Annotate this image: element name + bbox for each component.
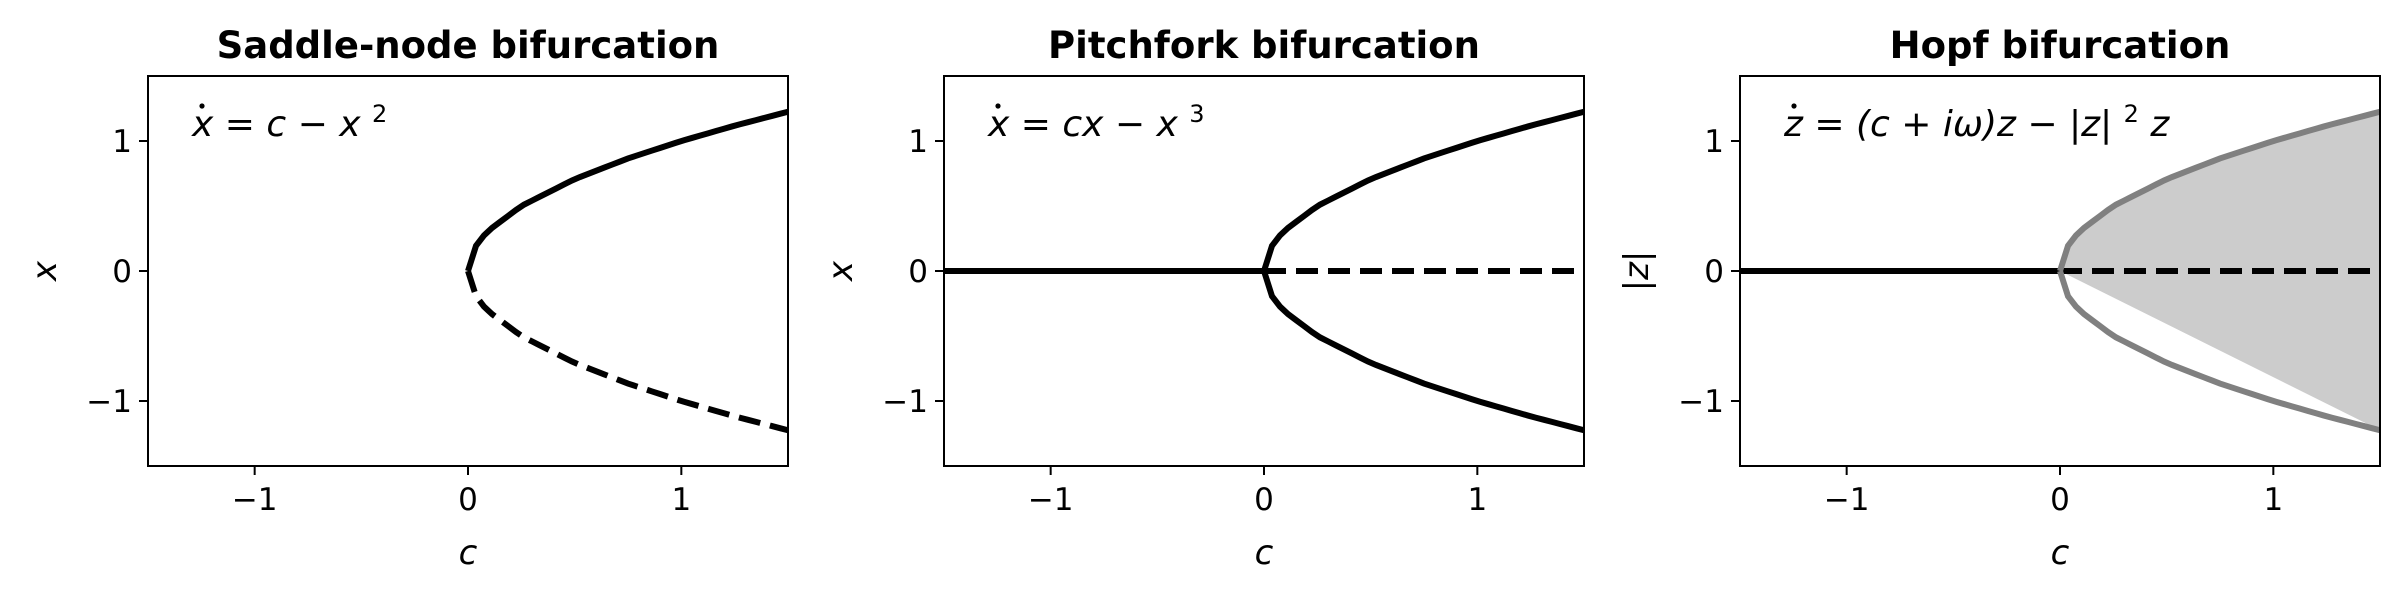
y-tick-label: −1 [86, 384, 132, 420]
equation-equals: = [1814, 104, 1856, 145]
equation-sup: 2 [372, 100, 387, 128]
equation-rhs: c − x [266, 104, 361, 145]
stable-branch-line-2 [2057, 108, 2381, 272]
x-axis-label: c [1255, 533, 1274, 573]
equation-label: z = (c + iω)z − |z| 2 z [1783, 90, 2170, 145]
tick-group: −1 0 1 −1 0 1 [86, 124, 691, 518]
time-derivative-dot [1791, 103, 1797, 109]
equation-label: x = cx − x 3 [987, 100, 1205, 145]
stable-branch-line-3 [1261, 270, 1585, 434]
x-axis-label: c [459, 533, 478, 573]
x-tick-label: 1 [1467, 482, 1487, 518]
tick-group: −1 0 1 −1 0 1 [1678, 124, 2283, 518]
x-tick-label: 1 [2263, 482, 2283, 518]
equation-rhs: (c + iω)z − |z| [1856, 104, 2112, 145]
x-tick-label: 0 [458, 482, 478, 518]
plot-marks [944, 108, 1585, 434]
equation-label: x = c − x 2 [191, 100, 387, 145]
equation-equals: = [225, 104, 267, 145]
y-axis-label: x [25, 260, 65, 282]
panel-title: Saddle-node bifurcation [217, 24, 720, 67]
equation-sup: 3 [1189, 100, 1204, 128]
y-axis-label: |z| [1617, 251, 1657, 292]
y-tick-label: 0 [1704, 254, 1724, 290]
x-tick-label: −1 [1824, 482, 1870, 518]
stable-branch-line-2 [1261, 108, 1585, 272]
y-tick-label: 1 [908, 124, 928, 160]
equation-sup: 2 [2124, 100, 2139, 128]
time-derivative-dot [199, 103, 205, 109]
panel-title: Pitchfork bifurcation [1048, 24, 1480, 67]
x-tick-label: −1 [232, 482, 278, 518]
plot-marks [465, 108, 789, 434]
equation-lhs: x [191, 104, 214, 145]
panel-hopf: Hopf bifurcation −1 0 1 −1 0 1 c |z| z = (c +… [1617, 24, 2381, 573]
panel-pitchfork: Pitchfork bifurcation −1 0 1 −1 0 1 c x x = c… [821, 24, 1585, 573]
y-tick-label: 0 [112, 254, 132, 290]
tick-group: −1 0 1 −1 0 1 [882, 124, 1487, 518]
equation-rhs: cx − x [1062, 104, 1178, 145]
equation-tail: z [2149, 104, 2170, 145]
plot-marks [1740, 108, 2381, 434]
y-tick-label: −1 [1678, 384, 1724, 420]
stable-branch-line-3 [2057, 270, 2381, 434]
x-tick-label: 1 [671, 482, 691, 518]
time-derivative-dot [995, 103, 1001, 109]
x-axis-label: c [2051, 533, 2070, 573]
stable-branch-line-0 [465, 108, 789, 272]
y-tick-label: −1 [882, 384, 928, 420]
x-tick-label: 0 [2050, 482, 2070, 518]
x-tick-label: 0 [1254, 482, 1274, 518]
y-axis-label: x [821, 260, 861, 282]
y-tick-label: 1 [112, 124, 132, 160]
equation-equals: = [1021, 104, 1063, 145]
equation-lhs: x [987, 104, 1010, 145]
panel-title: Hopf bifurcation [1890, 24, 2231, 67]
panel-saddle-node: Saddle-node bifurcation −1 0 1 −1 0 1 c x x =… [25, 24, 789, 573]
unstable-branch-line-1 [465, 270, 789, 434]
equation-lhs: z [1783, 104, 1804, 145]
y-tick-label: 1 [1704, 124, 1724, 160]
y-tick-label: 0 [908, 254, 928, 290]
x-tick-label: −1 [1028, 482, 1074, 518]
